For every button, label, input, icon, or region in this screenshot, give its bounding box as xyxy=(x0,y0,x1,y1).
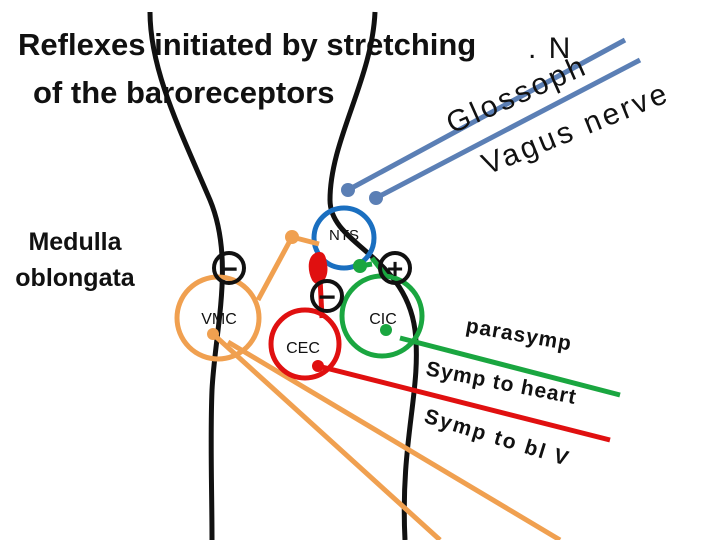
title-line-1: Reflexes initiated by stretching xyxy=(18,27,476,62)
nts-label: NTS xyxy=(329,227,359,244)
orange-descending-fiber xyxy=(255,235,295,302)
cic-output-terminal xyxy=(380,324,392,336)
minus-sign-cec: − xyxy=(318,281,336,314)
minus-sign-cec-circle xyxy=(310,279,344,313)
symp-to-vessels-fiber xyxy=(211,332,442,540)
plus-sign-cic-circle xyxy=(378,251,412,285)
vmc-to-cec-fiber xyxy=(226,339,562,540)
symp-to-heart-fiber xyxy=(317,363,611,443)
vagus-terminal xyxy=(369,191,383,205)
glossopharyngeal-terminal xyxy=(341,183,355,197)
red-terminal-top xyxy=(308,252,328,285)
cic-label: CIC xyxy=(369,311,397,328)
vmc-label: VMC xyxy=(201,311,237,328)
medulla-label-line-2: oblongata xyxy=(15,264,136,292)
parasymp-label: parasymp xyxy=(464,314,574,355)
glossopharyngeal-nerve-fiber xyxy=(346,37,627,193)
plus-sign-cic: + xyxy=(387,253,403,284)
title-line-2: of the baroreceptors xyxy=(33,75,334,110)
parasymp-fiber xyxy=(399,335,621,398)
cec-nucleus xyxy=(268,307,342,381)
minus-sign-vmc: − xyxy=(220,253,238,286)
symp-to-vessels-label: Symp to bl V xyxy=(422,405,573,471)
green-terminal-top xyxy=(353,259,367,273)
vagus-nerve-fiber xyxy=(374,57,642,201)
cec-label: CEC xyxy=(286,340,320,357)
medulla-label-line-1: Medulla xyxy=(28,228,122,256)
nts-nucleus xyxy=(311,205,377,271)
glossopharyngeal-nerve-abbrev: . N xyxy=(528,32,572,65)
minus-sign-vmc-circle xyxy=(212,251,246,285)
